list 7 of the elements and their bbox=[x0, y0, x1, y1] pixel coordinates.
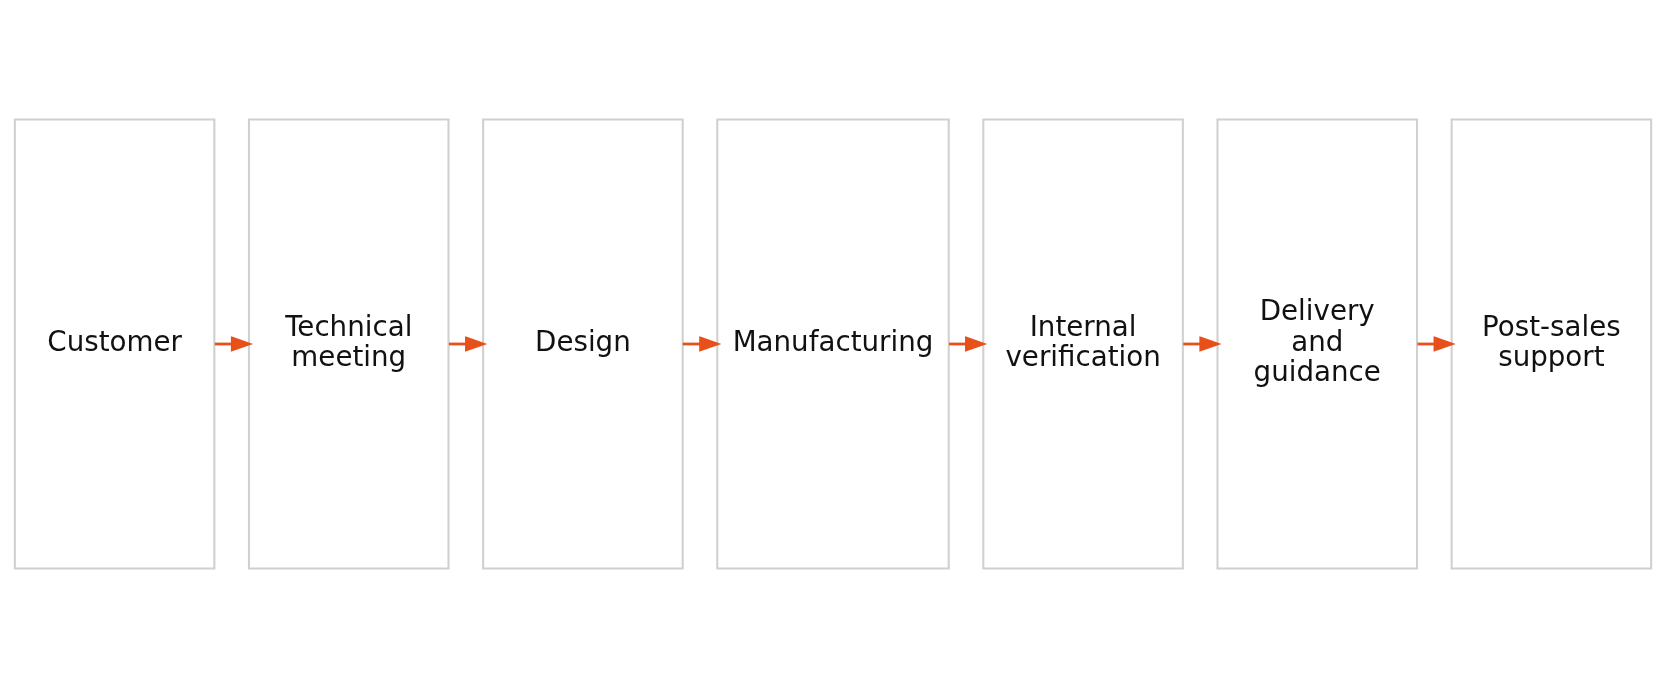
node-box: Design bbox=[482, 118, 684, 570]
node-box: Post-sales support bbox=[1450, 118, 1653, 570]
node-box: Internal verification bbox=[982, 118, 1184, 570]
node-box: Customer bbox=[13, 118, 216, 570]
node-box: Technical meeting bbox=[247, 118, 450, 570]
node-box: Delivery and guidance bbox=[1216, 118, 1419, 570]
node-box: Manufacturing bbox=[716, 118, 950, 570]
